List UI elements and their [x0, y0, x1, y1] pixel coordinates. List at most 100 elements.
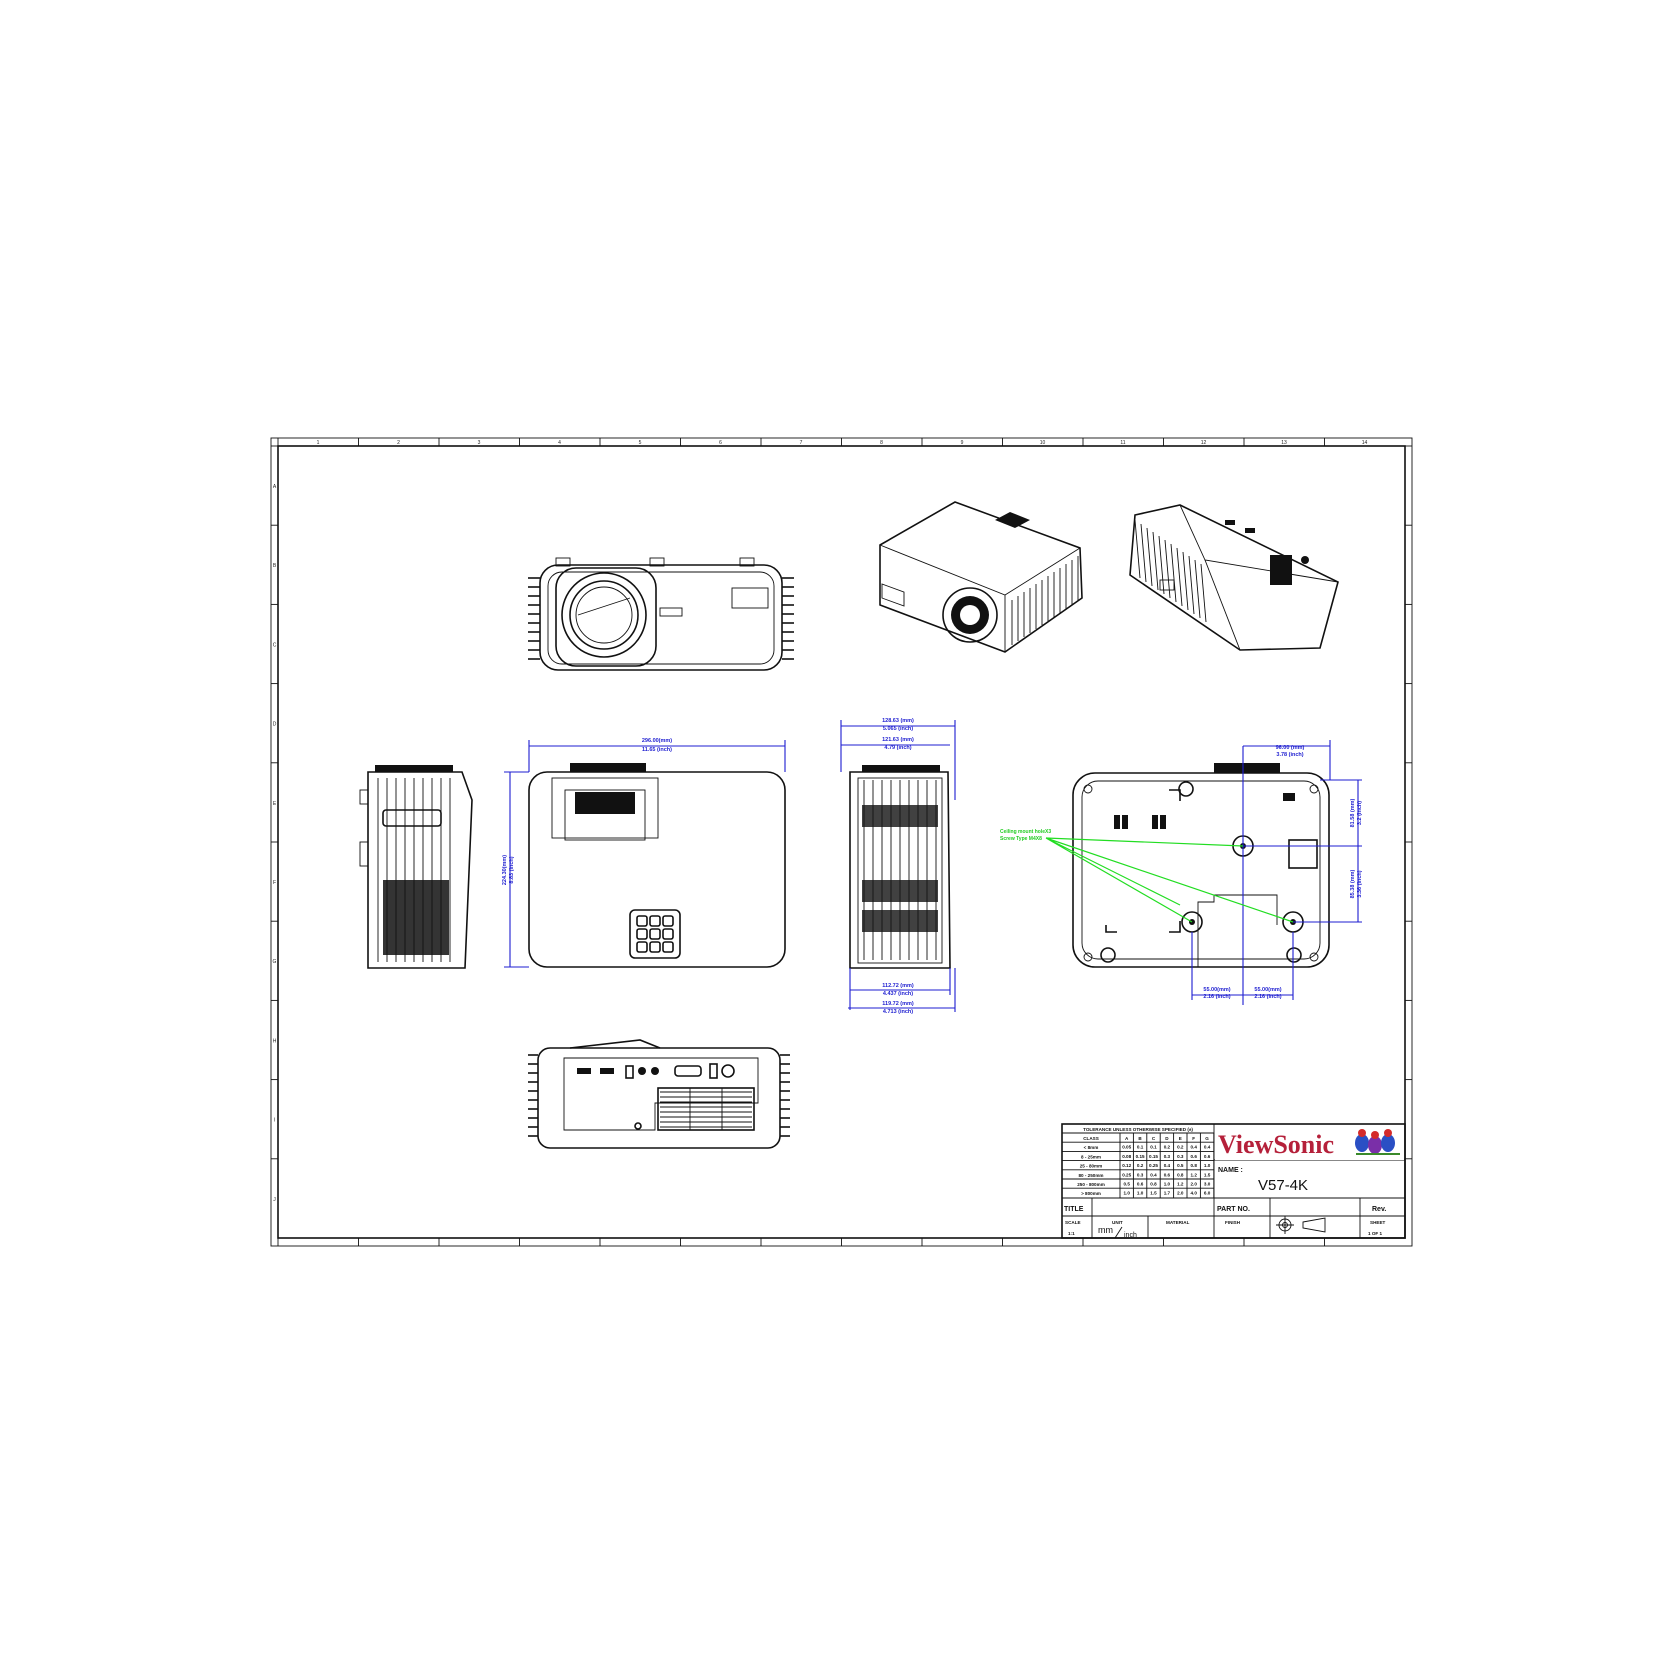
scale-label: SCALE	[1065, 1220, 1081, 1225]
dim-bottom-left-inch: 2.16 (inch)	[1203, 994, 1230, 1000]
dim-side-body-mm: 121.63 (mm)	[882, 737, 914, 743]
keypad-button	[662, 915, 674, 927]
zone-column-label: 2	[397, 440, 400, 446]
vent-grille	[862, 910, 938, 932]
zone-row-label: A	[273, 484, 277, 490]
zone-column-label: 8	[880, 440, 883, 446]
unit-inch: inch	[1124, 1232, 1137, 1239]
vent-fin	[1182, 551, 1189, 611]
dim-bottom-front-mm: 81.58 (mm)	[1350, 798, 1356, 827]
right-side-view: 128.63 (mm) 5.065 (inch) 121.63 (mm) 4.7…	[840, 718, 956, 1015]
tolerance-value: 0.5	[1177, 1163, 1184, 1168]
keypad-button	[636, 941, 648, 953]
dim-bottom-front-inch: 3.2 (inch)	[1357, 801, 1363, 825]
keypad-button	[649, 941, 661, 953]
zone-column-label: 10	[1040, 440, 1046, 446]
part-no-label: PART NO.	[1217, 1206, 1250, 1213]
dim-side-bottom-inner-mm: 112.72 (mm)	[882, 983, 914, 989]
left-side-view	[359, 765, 473, 969]
tolerance-value: 0.1	[1137, 1145, 1144, 1150]
tolerance-value: 0.05	[1122, 1145, 1131, 1150]
zone-column-label: 4	[558, 440, 561, 446]
vent-grille	[862, 880, 938, 902]
tolerance-range: 8 - 25mm	[1081, 1154, 1101, 1159]
grade-header: C	[1152, 1136, 1156, 1141]
dimension-line-width	[528, 740, 786, 772]
tolerance-value: 4.0	[1191, 1191, 1198, 1196]
vent-fin	[1176, 547, 1183, 607]
vent-grille	[862, 805, 938, 827]
zone-row-label: E	[273, 801, 277, 807]
zone-column-label: 1	[317, 440, 320, 446]
keypad-button	[636, 928, 648, 940]
zone-column-label: 13	[1281, 440, 1287, 446]
tolerance-value: 0.5	[1124, 1182, 1131, 1187]
vent-fin	[1134, 519, 1141, 579]
vent-fin	[1140, 523, 1147, 583]
grade-header: F	[1192, 1136, 1195, 1141]
projection-symbol-icon	[1276, 1216, 1326, 1234]
title-label: TITLE	[1064, 1206, 1084, 1213]
scale-value: 1:1	[1068, 1231, 1075, 1236]
tolerance-value: 0.4	[1191, 1145, 1198, 1150]
dim-side-overall-inch: 5.065 (inch)	[883, 726, 913, 732]
dim-bottom-offset-inch: 3.78 (inch)	[1276, 752, 1303, 758]
tolerance-table: TOLERANCE UNLESS OTHERWISE SPECIFIED (±)…	[1062, 1127, 1215, 1198]
dim-bottom-spacing-mm: 85.38 (mm)	[1350, 869, 1356, 898]
tolerance-value: 1.2	[1191, 1172, 1198, 1177]
tolerance-range: 25 - 80mm	[1080, 1164, 1102, 1169]
dimension-line-depth	[504, 771, 529, 968]
keypad-button	[636, 915, 648, 927]
outer-border	[270, 437, 1413, 1247]
tolerance-range: < 8mm	[1084, 1145, 1099, 1150]
keypad-button	[662, 928, 674, 940]
viewsonic-logo: ViewSonic	[1218, 1130, 1334, 1159]
tolerance-value: 1.0	[1204, 1163, 1211, 1168]
tolerance-value: 0.4	[1204, 1145, 1211, 1150]
dim-bottom-right-inch: 2.16 (inch)	[1254, 994, 1281, 1000]
tolerance-value: 0.8	[1150, 1182, 1157, 1187]
grade-header: B	[1138, 1136, 1142, 1141]
rear-view	[528, 1039, 790, 1149]
zone-row-label: D	[273, 722, 277, 728]
dim-side-overall-mm: 128.63 (mm)	[882, 718, 914, 724]
tolerance-value: 0.25	[1122, 1172, 1131, 1177]
tolerance-value: 0.4	[1164, 1163, 1171, 1168]
dim-side-bottom-outer-mm: 119.72 (mm)	[882, 1001, 914, 1007]
tolerance-value: 0.12	[1122, 1163, 1131, 1168]
tolerance-value: 1.0	[1124, 1191, 1131, 1196]
isometric-view-front	[879, 501, 1083, 653]
dim-top-width-inch: 11.65 (inch)	[642, 747, 672, 753]
zone-row-label: H	[273, 1038, 277, 1044]
callout-leader-lines	[1045, 837, 1294, 923]
tolerance-value: 0.6	[1137, 1182, 1144, 1187]
tolerance-header: TOLERANCE UNLESS OTHERWISE SPECIFIED (±)	[1083, 1127, 1193, 1132]
keypad-button	[662, 941, 674, 953]
zone-row-label: B	[273, 563, 277, 569]
finish-label: FINISH	[1225, 1220, 1241, 1225]
zone-column-label: 9	[961, 440, 964, 446]
tolerance-value: 0.6	[1191, 1154, 1198, 1159]
front-view	[528, 557, 794, 671]
tolerance-range: 250 - 800mm	[1077, 1182, 1105, 1187]
dim-bottom-left-mm: 55.00(mm)	[1203, 987, 1230, 993]
zone-column-label: 11	[1120, 440, 1125, 446]
keypad-button	[649, 928, 661, 940]
tolerance-value: 0.3	[1137, 1172, 1144, 1177]
tolerance-value: 0.25	[1149, 1163, 1158, 1168]
zone-row-label: F	[273, 880, 276, 886]
zone-row-label: G	[273, 959, 277, 965]
zone-column-label: 5	[639, 440, 642, 446]
tolerance-value: 1.5	[1150, 1191, 1157, 1196]
vent-fin	[1188, 555, 1195, 615]
tolerance-value: 0.1	[1150, 1145, 1157, 1150]
dim-side-bottom-inner-inch: 4.437 (inch)	[883, 991, 913, 997]
dim-side-bottom-outer-inch: 4.713 (inch)	[883, 1009, 913, 1015]
dim-bottom-spacing-inch: 3.36 (inch)	[1357, 870, 1363, 897]
sheet-value: 1 OF 1	[1368, 1231, 1382, 1236]
vent-fin	[1170, 543, 1177, 603]
title-block: TOLERANCE UNLESS OTHERWISE SPECIFIED (±)…	[1061, 1123, 1406, 1239]
name-label: NAME :	[1218, 1167, 1243, 1174]
tolerance-value: 0.8	[1191, 1163, 1198, 1168]
